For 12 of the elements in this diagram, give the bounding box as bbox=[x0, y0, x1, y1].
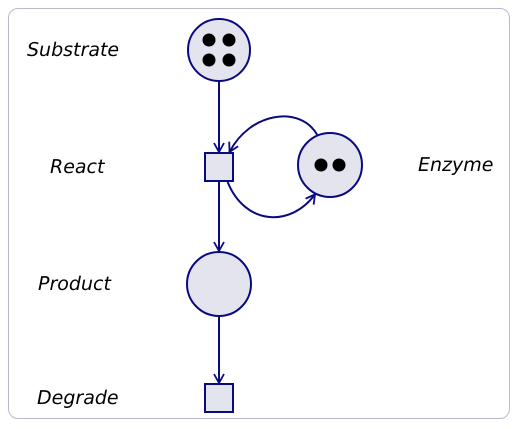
place-label: Enzyme bbox=[418, 154, 494, 176]
place-label: Product bbox=[38, 273, 111, 295]
place-label: Substrate bbox=[27, 39, 120, 61]
place-label: React bbox=[50, 156, 104, 178]
arrow bbox=[213, 317, 225, 384]
transition-box bbox=[204, 152, 234, 182]
arrow bbox=[226, 182, 316, 218]
arrow bbox=[213, 82, 225, 153]
transition-box bbox=[204, 383, 234, 413]
arrow bbox=[228, 115, 318, 153]
place-label: Degrade bbox=[37, 387, 119, 409]
arrow bbox=[213, 182, 225, 252]
